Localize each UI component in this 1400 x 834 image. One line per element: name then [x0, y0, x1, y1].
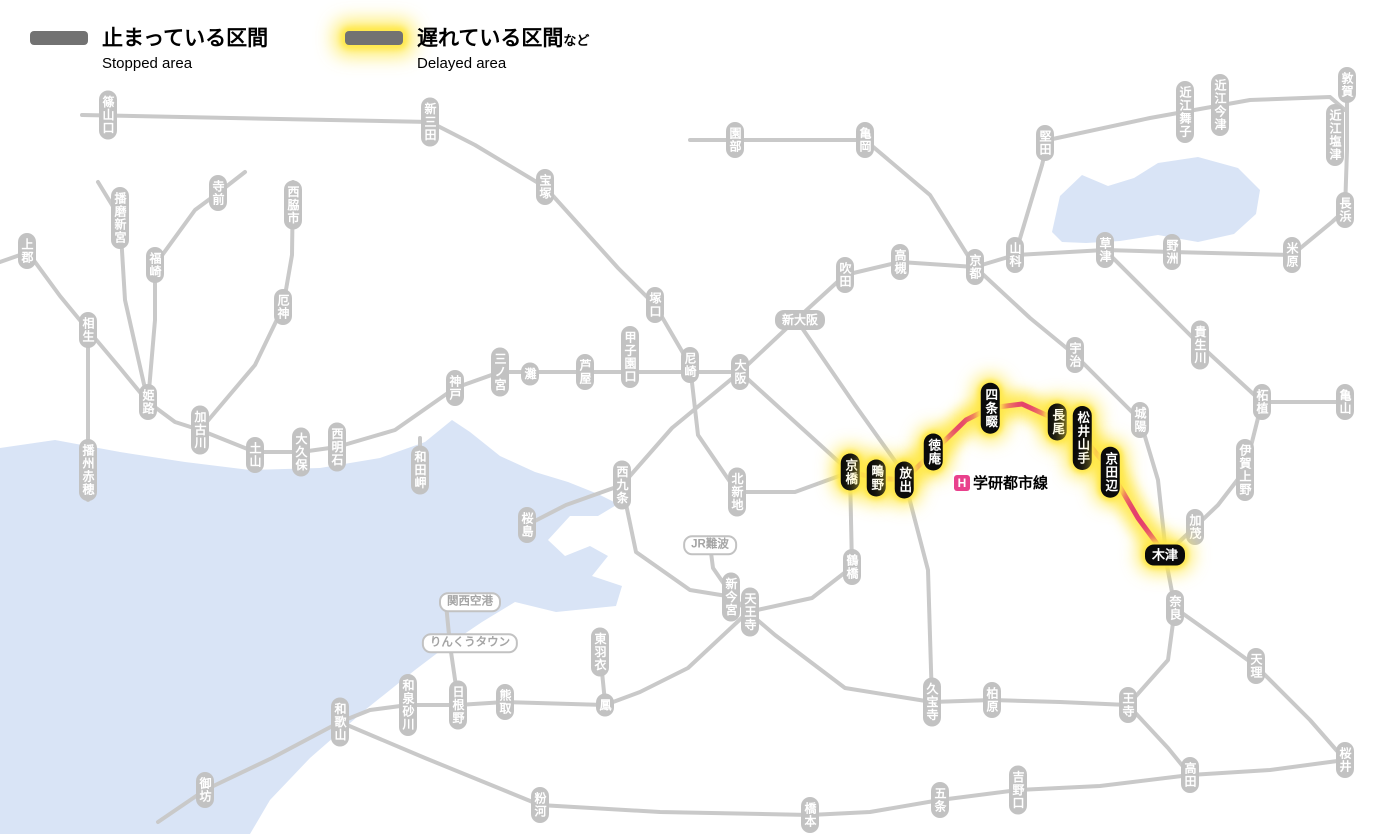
rail-line-oji-takada [1126, 703, 1192, 777]
legend-delayed-swatch [345, 31, 403, 45]
rail-line-wakayama-line [338, 720, 1347, 817]
legend-stopped-swatch [30, 31, 88, 45]
rail-line-osaka-higashi-south [903, 480, 934, 704]
legend-delayed: 遅れている区間など Delayed area [345, 22, 589, 72]
rail-line-loop-west [620, 370, 750, 614]
legend-stopped-label-en: Stopped area [102, 55, 193, 72]
rail-line-loop-east [738, 370, 854, 614]
rail-line-hagoromo [598, 650, 607, 704]
gakkentoshi-line-badge: H 学研都市線 [953, 471, 1053, 494]
rail-line-kakogawa [198, 180, 295, 432]
rail-line-sakurai-line [1173, 606, 1347, 762]
legend-stopped: 止まっている区間 Stopped area [30, 22, 268, 72]
line-symbol-h-icon: H [954, 474, 970, 491]
rail-line-sanyo-west [0, 249, 150, 404]
legend-delayed-label-suffix: など [563, 33, 590, 48]
rail-line-kusatsu-line [1103, 248, 1264, 404]
rail-line-nanba-branch [708, 543, 750, 614]
legend-delayed-label-main: 遅れている区間 [417, 27, 564, 50]
water-osaka-bay [0, 420, 622, 834]
rail-line-sakurajima [525, 483, 624, 527]
legend-stopped-text: 止まっている区間 Stopped area [102, 22, 268, 72]
rail-line-biwako-line [973, 248, 1294, 269]
line-badge-name: 学研都市線 [973, 475, 1049, 492]
rail-line-kyoto-line [738, 260, 977, 374]
legend-stopped-label-ja: 止まっている区間 [102, 27, 269, 50]
rail-line-nara-line [973, 265, 1167, 547]
legend-delayed-label-en: Delayed area [417, 55, 507, 72]
legend-delayed-label-ja: 遅れている区間など [417, 22, 589, 52]
rail-line-kobe-line [146, 370, 742, 454]
rail-line-sagano [688, 138, 977, 269]
rail-line-kansai-west [1163, 400, 1264, 557]
rail-line-osaka-higashi-north [798, 323, 907, 477]
rail-line-kishin [96, 180, 150, 404]
rail-line-tozai [688, 363, 852, 494]
rail-line-bantan [146, 170, 247, 404]
rail-line-kosei [1013, 95, 1347, 257]
legend-delayed-text: 遅れている区間など Delayed area [417, 22, 589, 72]
water-lake-biwa [1052, 157, 1260, 243]
rail-line-yamatoji [746, 606, 1177, 707]
rail-line-kisei [156, 720, 342, 824]
